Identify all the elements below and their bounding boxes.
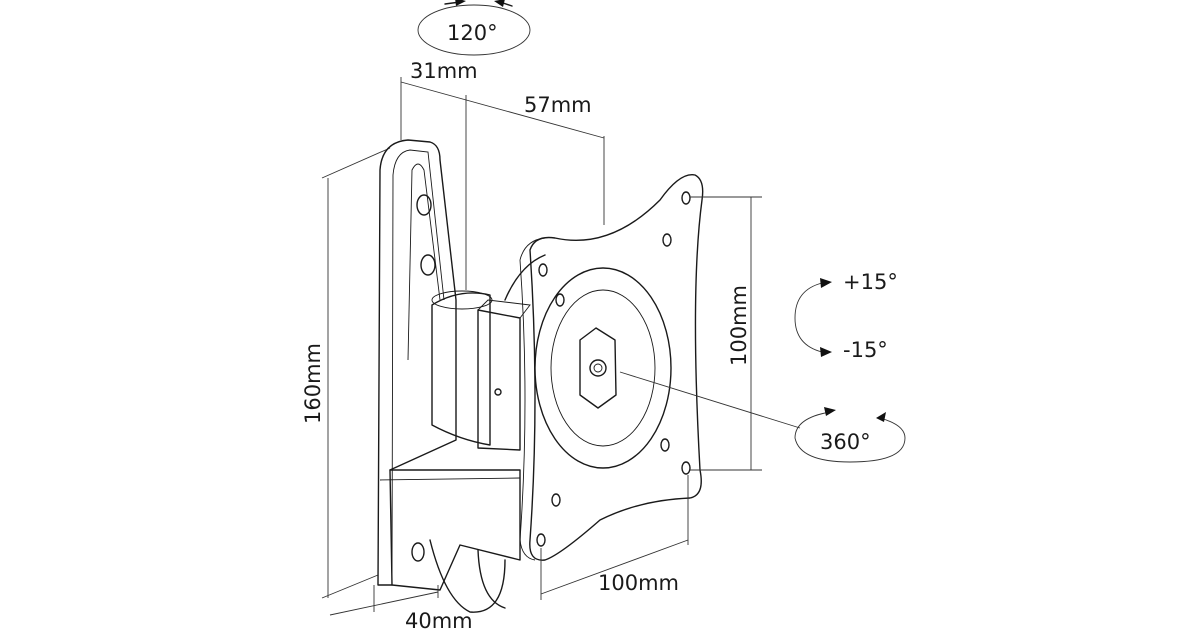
tilt-indicator: +15° -15°	[794, 270, 898, 362]
pivot-joint	[431, 254, 546, 451]
height-dimension: 160mm	[301, 147, 391, 599]
rotation-label: 360°	[820, 430, 871, 454]
width-dimension: 40mm	[329, 585, 473, 630]
wall-plate-width-label: 40mm	[405, 609, 473, 630]
tilt-up-label: +15°	[843, 270, 898, 294]
wall-plate-height-label: 160mm	[301, 343, 325, 424]
depth-max-label: 57mm	[524, 93, 592, 117]
vesa-plate	[519, 174, 704, 561]
tilt-down-label: -15°	[843, 338, 888, 362]
depth-dimension: 31mm 57mm	[400, 59, 605, 290]
swivel-indicator: 120°	[417, 0, 531, 56]
vesa-horizontal-label: 100mm	[598, 571, 679, 595]
vesa-vertical-label: 100mm	[727, 285, 751, 366]
rotation-indicator: 360°	[619, 371, 906, 463]
wall-plate	[377, 139, 521, 613]
vesa-horizontal-dimension: 100mm	[540, 475, 689, 600]
depth-min-label: 31mm	[410, 59, 478, 83]
swivel-angle-label: 120°	[447, 21, 498, 45]
vesa-vertical-dimension: 100mm	[690, 196, 762, 471]
